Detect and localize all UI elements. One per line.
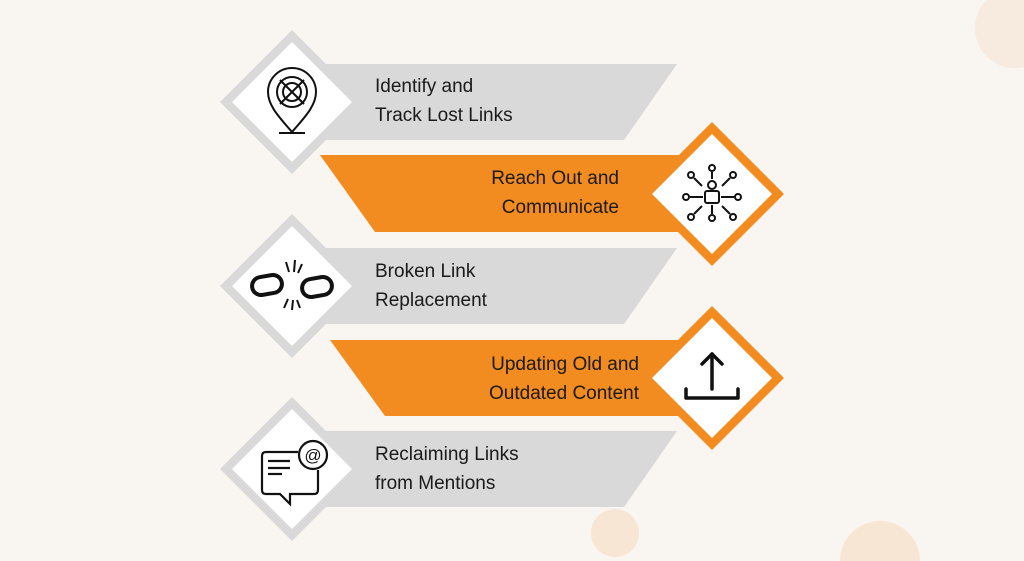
decor-circle <box>591 509 639 557</box>
step-4-label: Updating Old and Outdated Content <box>489 350 639 408</box>
step-3-line-2: Replacement <box>375 290 487 311</box>
upload-icon <box>684 352 740 400</box>
step-1-band <box>310 64 677 140</box>
decor-circle <box>974 0 1024 69</box>
step-5-label: Reclaiming Links from Mentions <box>375 440 519 498</box>
step-4-line-2: Outdated Content <box>489 383 639 404</box>
step-1-label: Identify and Track Lost Links <box>375 72 513 130</box>
step-5-diamond <box>232 409 352 529</box>
step-1-line-2: Track Lost Links <box>375 105 513 126</box>
step-2-diamond <box>652 134 772 254</box>
step-2-band <box>320 155 712 232</box>
step-3-diamond <box>232 226 352 346</box>
step-4-line-1: Updating Old and <box>491 354 639 375</box>
step-5-line-2: from Mentions <box>375 473 496 494</box>
step-2-label: Reach Out and Communicate <box>491 164 619 222</box>
step-4-band <box>330 340 712 416</box>
svg-text:@: @ <box>304 446 321 465</box>
step-3-line-1: Broken Link <box>375 261 476 282</box>
network-person-icon <box>682 164 742 222</box>
decor-circle <box>840 521 920 561</box>
location-pin-target-icon <box>266 67 318 134</box>
step-3-band <box>310 248 677 324</box>
step-2-line-2: Communicate <box>501 197 619 218</box>
step-2-line-1: Reach Out and <box>491 168 619 189</box>
step-5-band <box>310 431 677 507</box>
broken-chain-link-icon <box>250 259 334 311</box>
step-3-label: Broken Link Replacement <box>375 257 487 315</box>
step-5-line-1: Reclaiming Links <box>375 444 519 465</box>
step-1-line-1: Identify and <box>375 76 474 97</box>
mention-message-icon: @ <box>260 439 329 507</box>
